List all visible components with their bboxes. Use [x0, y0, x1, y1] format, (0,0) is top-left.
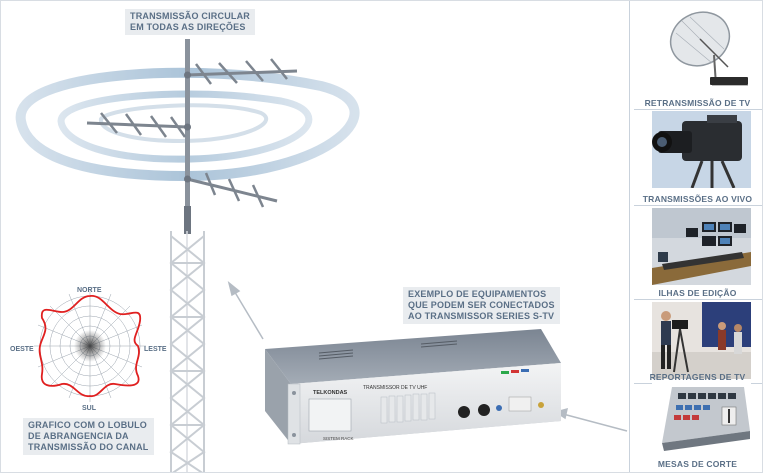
video-switcher-icon: [652, 383, 751, 460]
arrow-to-transmitter: [554, 407, 628, 432]
transmission-swirl: [15, 67, 360, 182]
divider: [634, 299, 762, 300]
coverage-lobe-chart: [34, 290, 146, 402]
callout-lobe-line-1: GRAFICO COM O LOBULO: [28, 420, 147, 430]
callout-equipment-line-3: AO TRANSMISSOR SERIES S-TV: [408, 311, 555, 321]
transmitter-model: TRANSMISSOR DE TV UHF: [363, 385, 427, 391]
lattice-tower: [169, 231, 206, 472]
callout-antenna-line-2: EM TODAS AS DIREÇÕES: [130, 22, 246, 32]
compass-east: LESTE: [144, 346, 167, 353]
transmitter-rack: [265, 329, 561, 445]
transmitter-series: SISTEM RACK: [323, 436, 354, 441]
video-camera-icon: [652, 111, 751, 188]
compass-north: NORTE: [77, 287, 102, 294]
caption-retransmission: RETRANSMISSÃO DE TV: [644, 98, 751, 108]
transmitter-brand: TELKONDAS: [313, 390, 348, 396]
callout-antenna: TRANSMISSÃO CIRCULAR EM TODAS AS DIREÇÕE…: [125, 9, 255, 35]
editing-suite-icon: [652, 208, 751, 285]
callout-equipment: EXEMPLO DE EQUIPAMENTOS QUE PODEM SER CO…: [403, 287, 560, 324]
satellite-dish-icon: [652, 9, 751, 86]
callout-equipment-line-2: QUE PODEM SER CONECTADOS: [408, 300, 555, 310]
arrow-to-antenna: [227, 281, 264, 340]
divider: [634, 205, 762, 206]
callout-equipment-line-1: EXEMPLO DE EQUIPAMENTOS: [408, 289, 547, 299]
caption-editing: ILHAS DE EDIÇÃO: [658, 288, 737, 298]
tv-crew-icon: [652, 302, 751, 379]
callout-antenna-line-1: TRANSMISSÃO CIRCULAR: [130, 11, 250, 21]
callout-lobe: GRAFICO COM O LOBULO DE ABRANGENCIA DA T…: [23, 418, 154, 455]
divider: [634, 109, 762, 110]
compass-south: SUL: [82, 405, 96, 412]
callout-lobe-line-3: TRANSMISSÃO DO CANAL: [28, 442, 149, 452]
callout-lobe-line-2: DE ABRANGENCIA DA: [28, 431, 129, 441]
equipment-sidebar: RETRANSMISSÃO DE TV TRANSMISSÕES AO VIVO: [629, 1, 762, 472]
caption-reporting: REPORTAGENS DE TV: [649, 372, 746, 382]
antenna: [86, 39, 298, 234]
caption-switcher: MESAS DE CORTE: [657, 459, 738, 469]
caption-live: TRANSMISSÕES AO VIVO: [642, 194, 753, 204]
compass-west: OESTE: [10, 346, 34, 353]
lobe-pattern: [38, 295, 142, 397]
